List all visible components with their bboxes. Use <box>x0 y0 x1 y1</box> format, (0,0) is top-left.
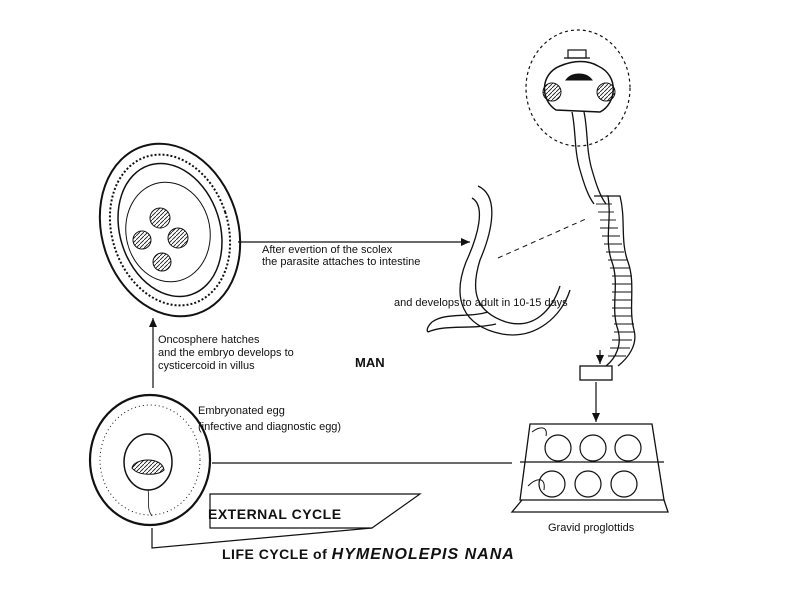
title-species: HYMENOLEPIS NANA <box>331 546 515 563</box>
embryonated-egg-illustration <box>88 393 212 527</box>
diagram-title: LIFE CYCLE of HYMENOLEPIS NANA <box>222 546 515 563</box>
label-egg-2: (infective and diagnostic egg) <box>198 421 342 433</box>
label-gravid-proglottids: Gravid proglottids <box>548 522 635 534</box>
label-external-cycle: EXTERNAL CYCLE <box>208 506 342 522</box>
label-oncosphere-2: and the embryo develops to <box>158 347 294 359</box>
gravid-proglottids-illustration <box>510 423 669 513</box>
label-egg-1: Embryonated egg <box>198 405 285 417</box>
intestine-illustration <box>426 185 571 336</box>
cycle-arrows <box>149 238 604 464</box>
label-oncosphere-1: Oncosphere hatches <box>158 334 260 346</box>
label-after-evertion-1: After evertion of the scolex <box>262 244 393 256</box>
label-develops-adult: and develops to adult in 10-15 days <box>394 297 568 309</box>
cysticercoid-illustration <box>98 142 242 318</box>
label-oncosphere-3: cysticercoid in villus <box>158 360 255 372</box>
adult-worm-illustration <box>525 29 636 381</box>
title-prefix: LIFE CYCLE of <box>222 546 328 562</box>
label-man: MAN <box>355 355 385 370</box>
label-after-evertion-2: the parasite attaches to intestine <box>262 256 421 268</box>
attachment-dashed-line <box>497 217 589 259</box>
external-cycle-banner <box>151 493 422 549</box>
